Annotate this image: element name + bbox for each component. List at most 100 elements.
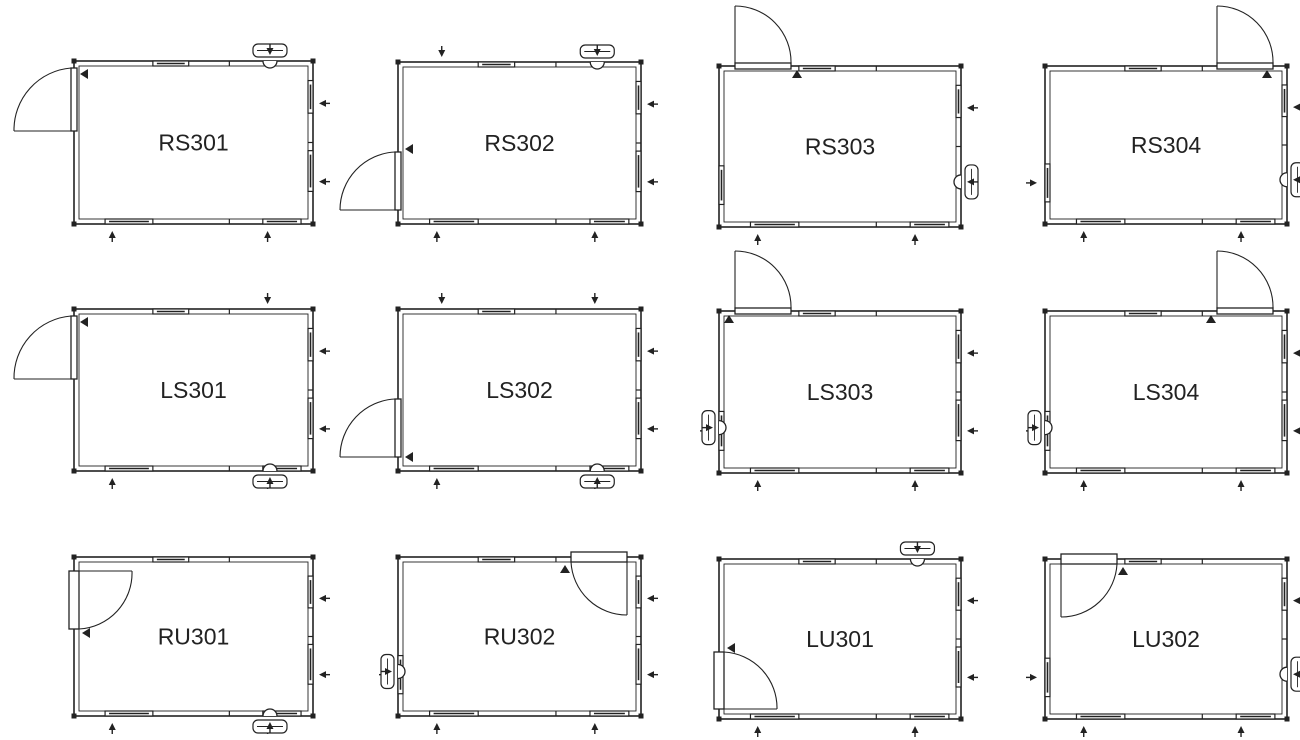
corner-post — [395, 306, 401, 312]
room-label: RS302 — [484, 130, 554, 156]
vent-arrow-icon — [1080, 480, 1088, 487]
ac-unit-fan-icon — [718, 419, 727, 436]
corner-post — [1042, 221, 1048, 227]
corner-post — [958, 63, 964, 69]
room-label: LU302 — [1132, 626, 1200, 652]
corner-post — [71, 58, 77, 64]
corner-post — [310, 554, 316, 560]
hinge-marker-icon — [1206, 315, 1216, 323]
hinge-marker-icon — [80, 69, 88, 79]
corner-post — [1042, 63, 1048, 69]
vent-arrow-icon — [591, 297, 599, 304]
room-lu301: LU301 — [713, 541, 978, 737]
room-rs304: RS304 — [1026, 5, 1300, 242]
corner-post — [310, 58, 316, 64]
vent-arrow-icon — [319, 594, 326, 602]
vent-arrow-icon — [266, 477, 274, 484]
room-label: LU301 — [806, 626, 874, 652]
hinge-marker-icon — [405, 452, 413, 462]
corner-post — [716, 224, 722, 230]
ac-unit-fan-icon — [262, 463, 278, 472]
vent-arrow-icon — [593, 49, 601, 56]
vent-arrow-icon — [593, 477, 601, 484]
ac-unit-fan-icon — [262, 708, 278, 717]
room-label: LS303 — [807, 379, 874, 405]
vent-arrow-icon — [1293, 176, 1300, 184]
vent-arrow-icon — [647, 178, 654, 186]
door-leaf — [570, 551, 628, 563]
vent-arrow-icon — [591, 723, 599, 730]
hinge-marker-icon — [792, 70, 802, 78]
door-swing-arc — [734, 5, 792, 64]
room-ls303: LS303 — [700, 250, 978, 491]
corner-post — [1042, 470, 1048, 476]
vent-arrow-icon — [108, 723, 116, 730]
door-swing-arc — [13, 315, 72, 380]
door-swing-arc — [1216, 250, 1274, 309]
room-ls304: LS304 — [1026, 250, 1300, 491]
corner-post — [638, 468, 644, 474]
corner-post — [638, 306, 644, 312]
door-swing-arc — [734, 250, 792, 309]
vent-arrow-icon — [591, 231, 599, 238]
corner-post — [638, 59, 644, 65]
room-label: LS302 — [486, 377, 553, 403]
vent-arrow-icon — [706, 424, 713, 432]
vent-arrow-icon — [911, 480, 919, 487]
room-ls302: LS302 — [339, 293, 658, 489]
hinge-marker-icon — [1262, 70, 1272, 78]
corner-post — [638, 713, 644, 719]
door-leaf — [394, 398, 402, 458]
ac-unit-fan-icon — [909, 558, 926, 567]
door-leaf — [68, 570, 80, 630]
vent-arrow-icon — [967, 104, 974, 112]
door-swing-arc — [78, 570, 133, 630]
hinge-marker-icon — [82, 628, 90, 638]
corner-post — [1284, 308, 1290, 314]
corner-post — [71, 468, 77, 474]
vent-arrow-icon — [911, 726, 919, 733]
corner-post — [395, 59, 401, 65]
corner-post — [958, 470, 964, 476]
room-ls301: LS301 — [13, 293, 330, 489]
vent-arrow-icon — [1032, 424, 1039, 432]
vent-arrow-icon — [1030, 179, 1037, 187]
vent-arrow-icon — [433, 231, 441, 238]
hinge-marker-icon — [727, 643, 735, 653]
ac-unit-fan-icon — [589, 463, 605, 472]
door-swing-arc — [1216, 5, 1274, 64]
corner-post — [958, 716, 964, 722]
vent-arrow-icon — [967, 178, 974, 186]
corner-post — [1042, 556, 1048, 562]
door-swing-arc — [1060, 563, 1118, 618]
vent-arrow-icon — [647, 347, 654, 355]
vent-arrow-icon — [1293, 103, 1300, 111]
vent-arrow-icon — [319, 347, 326, 355]
corner-post — [958, 308, 964, 314]
room-label: RS303 — [805, 134, 875, 160]
room-rs301: RS301 — [13, 43, 330, 242]
vent-arrow-icon — [266, 722, 274, 729]
door-leaf — [70, 315, 78, 380]
room-ru302: RU302 — [379, 551, 658, 734]
vent-arrow-icon — [264, 297, 272, 304]
corner-post — [71, 713, 77, 719]
vent-arrow-icon — [385, 667, 392, 675]
corner-post — [1284, 470, 1290, 476]
corner-post — [958, 224, 964, 230]
corner-post — [1284, 221, 1290, 227]
room-label: RS301 — [158, 130, 228, 156]
corner-post — [71, 554, 77, 560]
corner-post — [716, 308, 722, 314]
corner-post — [395, 554, 401, 560]
door-leaf — [394, 151, 402, 211]
corner-post — [395, 713, 401, 719]
door-leaf — [1216, 62, 1274, 70]
vent-arrow-icon — [913, 546, 921, 553]
vent-arrow-icon — [108, 478, 116, 485]
vent-arrow-icon — [1237, 480, 1245, 487]
vent-arrow-icon — [967, 597, 974, 605]
vent-arrow-icon — [1030, 673, 1037, 681]
vent-arrow-icon — [1237, 726, 1245, 733]
